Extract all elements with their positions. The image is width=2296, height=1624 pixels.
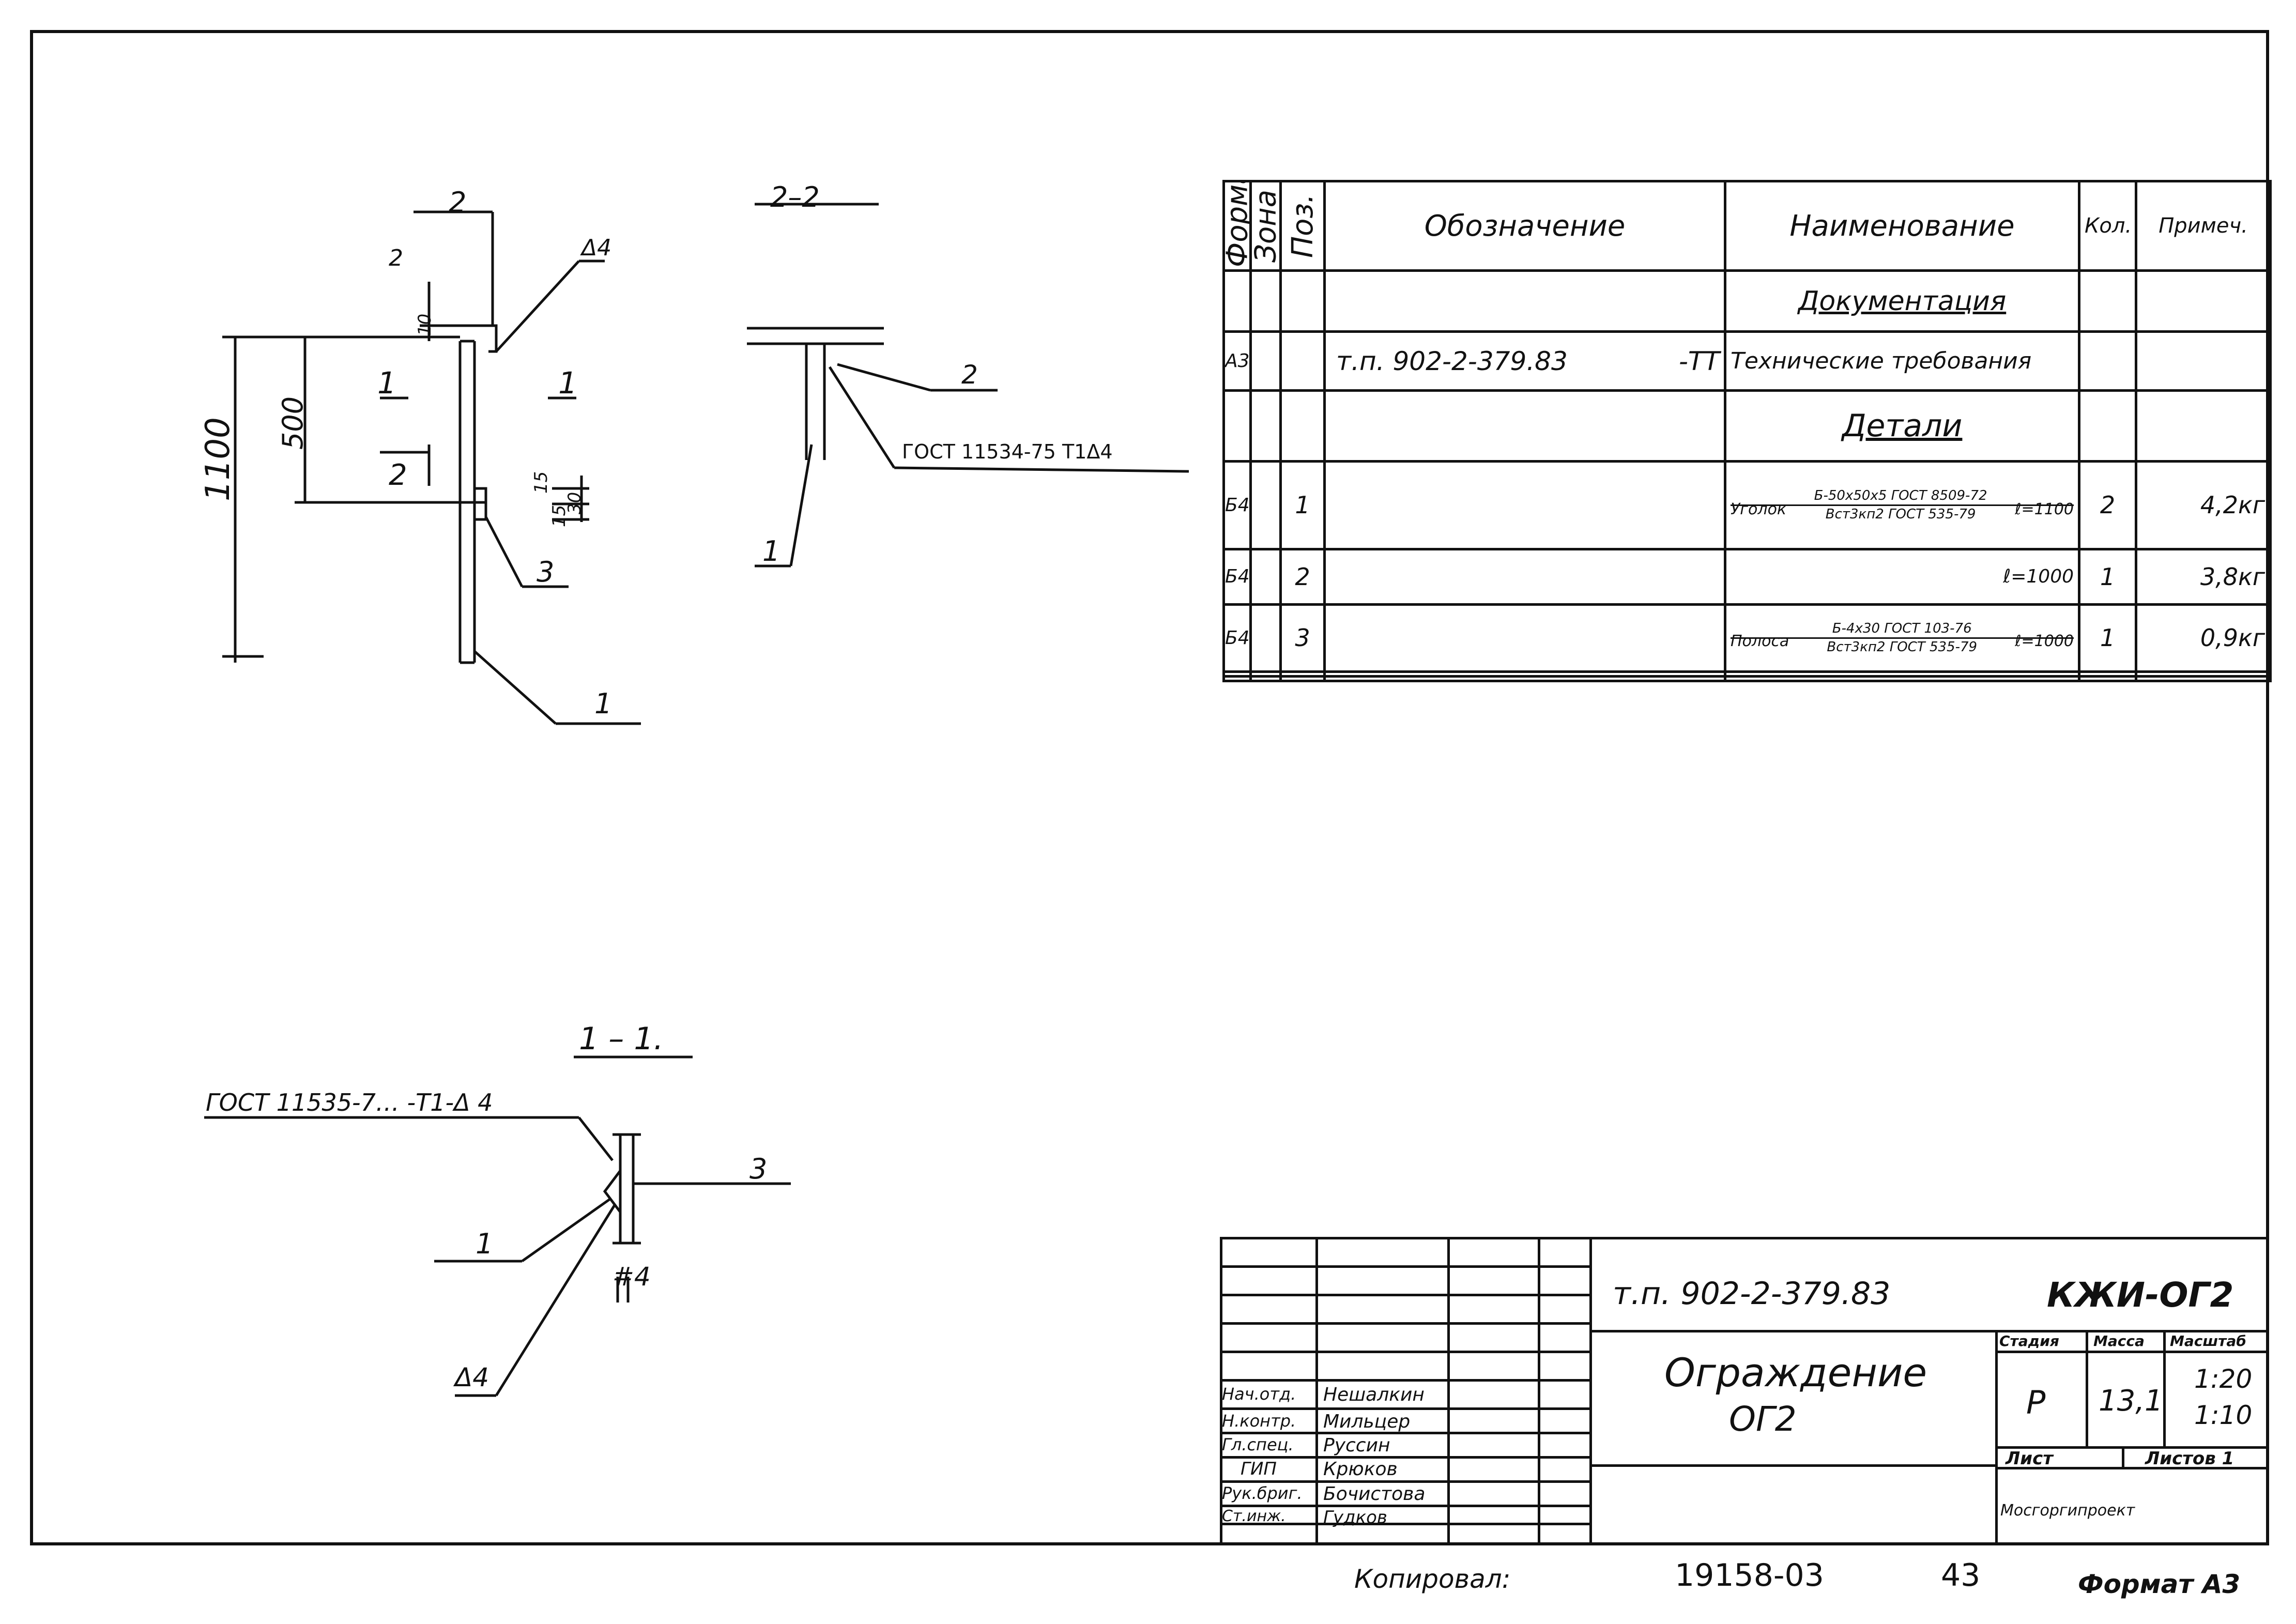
sec11-gost-leader [578, 1116, 614, 1161]
drawing-frame [30, 30, 2269, 1545]
hdr-designation: Обозначение [1323, 180, 1726, 272]
tb-project-code: т.п. 902-2-379.83 [1613, 1276, 1891, 1312]
dim-30: 30 [564, 492, 585, 514]
footer-page: 43 [1941, 1557, 1981, 1594]
spec-row-empty-1 [1222, 670, 2272, 678]
tb-scale-label: Масштаб [2170, 1332, 2246, 1350]
dim-15a: 15 [531, 471, 552, 494]
tb-scale2: 1:10 [2194, 1400, 2253, 1430]
row3-name: Полоса ℓ=1000 Б-4х30 ГОСТ 103-76 Вст3кп2… [1724, 603, 2080, 673]
tb-title-line2: ОГ2 [1729, 1399, 1797, 1439]
sec11-weld-mark: #4 [613, 1262, 651, 1292]
sec11-weld [603, 1167, 622, 1216]
section-1-1-title: 1 – 1. [579, 1021, 664, 1057]
tb-stage-label: Стадия [1999, 1332, 2059, 1350]
cut-2-top: 2 [449, 186, 467, 219]
staff-name-2: Мильцер [1323, 1411, 1411, 1432]
tb-title-line1: Ограждение [1664, 1350, 1927, 1396]
sec22-leader-1 [789, 444, 813, 566]
spec-section-docs: Документация [1222, 269, 2272, 333]
cut-2-mid: 2 [389, 245, 403, 271]
tb-mass-label: Масса [2093, 1332, 2145, 1350]
sec22-leader-2 [837, 363, 931, 392]
sec11-leader-delta [495, 1203, 617, 1397]
dim-1100: 1100 [199, 417, 237, 501]
leader-pos-1 [473, 650, 557, 725]
doc-designation: т.п. 902-2-379.83-ТТ [1323, 330, 1726, 392]
tb-sheets-label: Листов 1 [2145, 1448, 2234, 1469]
footer-format: Формат А3 [2078, 1569, 2241, 1599]
staff-role-2: Н.контр. [1222, 1411, 1296, 1431]
staff-role-4: ГИП [1241, 1459, 1277, 1479]
spec-section-parts: Детали [1222, 389, 2272, 463]
cut-2-bottom: 2 [389, 458, 407, 492]
staff-role-1: Нач.отд. [1222, 1384, 1296, 1404]
dim-10: 10 [415, 313, 435, 336]
footer-copied: Копировал: [1354, 1564, 1511, 1594]
weld-leader-top [495, 260, 580, 353]
doc-format: А3 [1222, 330, 1252, 392]
spec-row-empty-2 [1222, 675, 2272, 683]
spec-row-2: Б4 2 ℓ=1000 1 3,8кг [1222, 547, 2272, 606]
spec-header-row: Формат Зона Поз. Обозначение Наименовани… [1223, 180, 2272, 272]
cut-1-right: 1 [558, 365, 577, 401]
staff-name-5: Бочистова [1323, 1483, 1426, 1505]
sec22-gost-leader [828, 366, 896, 469]
hdr-note: Примеч. [2135, 180, 2272, 272]
staff-name-6: Гудков [1323, 1507, 1387, 1528]
title-block: т.п. 902-2-379.83 КЖИ-ОГ2 Ограждение ОГ2… [1220, 1237, 2269, 1545]
staff-role-6: Ст.инж. [1222, 1507, 1286, 1525]
cut-1-left: 1 [377, 365, 396, 401]
weld-label-top: Δ4 [581, 235, 612, 261]
tb-scale1: 1:20 [2194, 1364, 2253, 1394]
section-parts-label: Детали [1724, 389, 2080, 463]
hdr-name: Наименование [1724, 180, 2080, 272]
hdr-pos: Поз. [1280, 181, 1325, 271]
gost-note-1-1: ГОСТ 11535-7… -Т1-Δ 4 [206, 1089, 493, 1116]
gost-note-2-2: ГОСТ 11534-75 Т1Δ4 [902, 440, 1113, 463]
sec22-pos-1: 1 [762, 535, 780, 568]
tb-sheet-label: Лист [2006, 1448, 2053, 1469]
hdr-zone: Зона [1250, 181, 1281, 271]
sec22-gost-leader-h [894, 466, 1189, 473]
pos-3-label: 3 [537, 556, 555, 588]
dim-500: 500 [277, 396, 309, 450]
doc-name: Технические требования [1724, 330, 2080, 392]
bracket-top [474, 324, 498, 353]
strip-part-3 [473, 487, 487, 521]
tb-drawing-code: КЖИ-ОГ2 [2047, 1275, 2234, 1315]
hdr-format: Формат [1223, 181, 1251, 271]
footer-doc-number: 19158-03 [1675, 1557, 1824, 1594]
staff-name-1: Нешалкин [1323, 1384, 1425, 1405]
staff-role-3: Гл.спец. [1222, 1435, 1294, 1454]
leader-pos-3 [484, 516, 524, 588]
staff-name-4: Крюков [1323, 1459, 1398, 1480]
spec-row-1: Б4 1 Уголок ℓ=1100 Б-50х50х5 ГОСТ 8509-7… [1222, 459, 2272, 550]
hdr-qty: Кол. [2078, 180, 2137, 272]
sec22-pos-2: 2 [961, 360, 978, 390]
specification-table: Формат Зона Поз. Обозначение Наименовани… [1222, 180, 2272, 683]
row1-name: Уголок ℓ=1100 Б-50х50х5 ГОСТ 8509-72 Вст… [1724, 459, 2080, 550]
spec-row-3: Б4 3 Полоса ℓ=1000 Б-4х30 ГОСТ 103-76 Вс… [1222, 603, 2272, 673]
staff-name-3: Руссин [1323, 1435, 1390, 1456]
sec11-pos-3: 3 [749, 1153, 768, 1185]
section-docs-label: Документация [1724, 269, 2080, 333]
tb-stage: Р [2026, 1384, 2046, 1421]
sec11-weld-delta: Δ4 [455, 1362, 489, 1392]
tb-mass: 13,1 [2099, 1384, 2163, 1418]
pos-1-label: 1 [594, 687, 613, 720]
sec11-pos-1: 1 [476, 1228, 494, 1260]
tb-organization: Мосгоргипроект [2000, 1502, 2135, 1520]
spec-doc-row: А3 т.п. 902-2-379.83-ТТ Технические треб… [1222, 330, 2272, 392]
section-2-2-title: 2–2 [770, 181, 820, 213]
staff-role-5: Рук.бриг. [1222, 1483, 1303, 1503]
sec11-leader-1 [521, 1198, 611, 1263]
